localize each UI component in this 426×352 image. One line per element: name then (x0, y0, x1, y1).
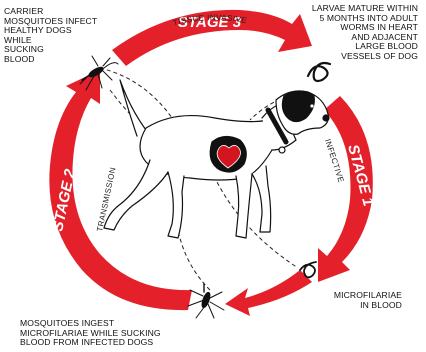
infective-label: INFECTIVE (323, 138, 346, 184)
dog-illustration (104, 80, 329, 238)
bottom-right-arrow (225, 270, 312, 316)
stage-1-arrow: STAGE 1 (318, 96, 377, 282)
adult-worm-icon (308, 63, 330, 81)
mosquito-icon-bottom (188, 284, 224, 318)
ingest-note: MOSQUITOES INGEST MICROFILARIAE WHILE SU… (20, 319, 260, 348)
stage-2-arrow: STAGE 2 (49, 70, 192, 310)
microfilariae-note: MICROFILARIAE IN BLOOD (312, 291, 402, 310)
carrier-note: CARRIER MOSQUITOES INFECT HEALTHY DOGS W… (4, 7, 104, 65)
larvae-note: LARVAE MATURE WITHIN 5 MONTHS INTO ADULT… (286, 4, 418, 62)
